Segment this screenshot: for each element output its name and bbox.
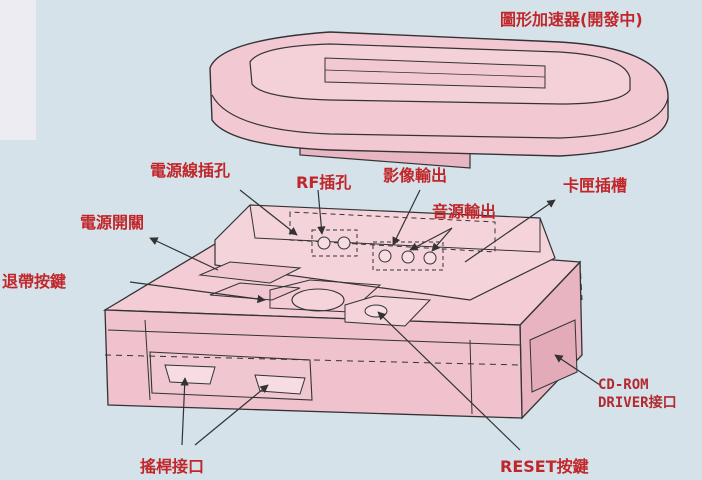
callout-arrows bbox=[129, 189, 601, 451]
arrow-slot bbox=[464, 199, 556, 263]
label-cdrom-line1: CD-ROM bbox=[598, 377, 649, 393]
label-rf-jack: RF插孔 bbox=[296, 173, 352, 192]
label-cdrom-line2: DRIVER接口 bbox=[598, 395, 677, 411]
arrow-power-switch bbox=[149, 237, 219, 271]
label-power-jack: 電源線插孔 bbox=[150, 161, 231, 180]
arrow-rf bbox=[317, 189, 326, 235]
rear-ports bbox=[311, 229, 444, 271]
page-margin-strip bbox=[0, 0, 36, 140]
arrow-eject bbox=[129, 281, 266, 304]
graphics-accelerator bbox=[209, 31, 669, 169]
arrow-joy-left bbox=[180, 377, 189, 446]
arrow-audio-1 bbox=[409, 227, 453, 251]
label-cartridge-slot: 卡匣插槽 bbox=[563, 176, 628, 195]
arrow-power-jack bbox=[239, 189, 298, 236]
label-audio-out: 音源輸出 bbox=[432, 202, 497, 221]
label-joystick-port: 搖桿接口 bbox=[140, 457, 205, 476]
label-reset-button: RESET按鍵 bbox=[500, 457, 589, 476]
arrow-joy-right bbox=[194, 384, 269, 446]
arrow-video bbox=[392, 189, 421, 246]
label-eject-button: 退帶按鍵 bbox=[2, 272, 67, 291]
label-video-out: 影像輸出 bbox=[383, 166, 448, 185]
arrow-cdrom bbox=[554, 354, 601, 386]
label-graphics-accelerator: 圖形加速器(開發中) bbox=[500, 10, 643, 29]
console-base bbox=[102, 204, 583, 420]
arrow-audio-2 bbox=[431, 227, 453, 252]
arrow-reset bbox=[377, 311, 521, 451]
label-power-switch: 電源開關 bbox=[80, 213, 145, 232]
